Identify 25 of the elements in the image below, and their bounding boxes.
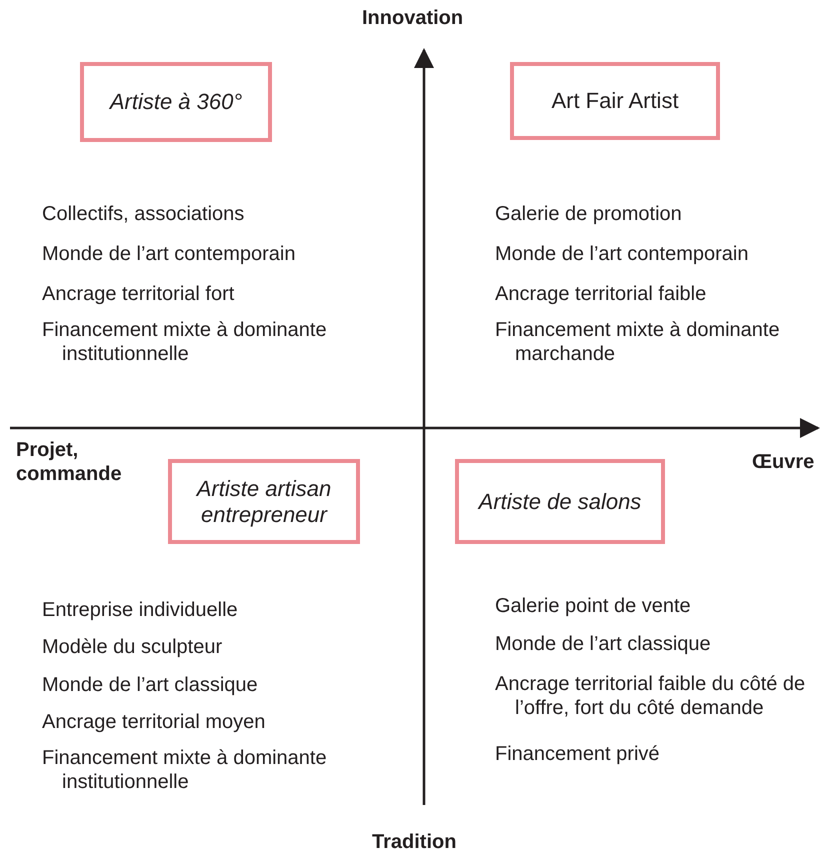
characteristic-text: Financement privé [495,742,661,766]
axis-label: Œuvre [752,450,816,474]
characteristic-text: Financement mixte à dominante marchande [495,318,781,366]
category-box: Artiste à 360° [80,62,272,142]
category-box: Art Fair Artist [510,62,720,140]
category-box: Artiste de salons [455,459,665,544]
characteristic-text: Monde de l’art classique [495,632,712,656]
characteristic-text: Galerie de promotion [495,202,683,226]
characteristic-text: Monde de l’art contemporain [42,242,296,266]
category-box: Artiste artisan entrepreneur [168,459,360,544]
characteristic-text: Monde de l’art classique [42,673,259,697]
characteristic-text: Ancrage territorial faible du côté de l’offre, fort du côté demande [495,672,806,720]
characteristic-text: Monde de l’art contemporain [495,242,750,266]
characteristic-text: Galerie point de vente [495,594,692,618]
characteristic-text: Collectifs, associations [42,202,246,226]
axis-label: Innovation [362,6,464,30]
characteristic-text: Ancrage territorial moyen [42,710,266,734]
characteristic-text: Ancrage territorial faible [495,282,708,306]
axis-label: Tradition [372,830,458,854]
axis-label: Projet, commande [16,438,123,486]
characteristic-text: Entreprise individuelle [42,598,239,622]
characteristic-text: Modèle du sculpteur [42,635,224,659]
characteristic-text: Financement mixte à dominante institutionnelle [42,746,328,794]
characteristic-text: Ancrage territorial fort [42,282,236,306]
characteristic-text: Financement mixte à dominante institutionnelle [42,318,328,366]
